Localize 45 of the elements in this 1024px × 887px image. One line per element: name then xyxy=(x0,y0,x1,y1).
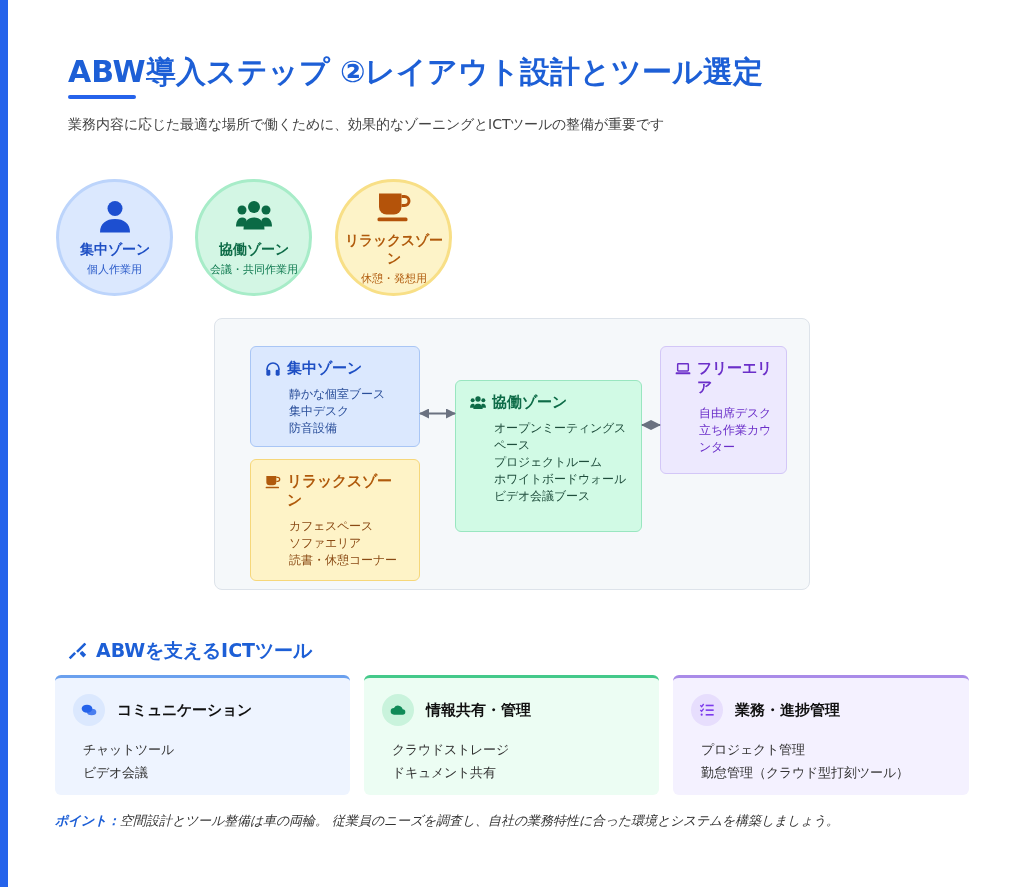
tool-card xyxy=(673,675,969,795)
tool-item: ビデオ会議 xyxy=(83,764,149,782)
floor-plan-panel xyxy=(214,318,810,590)
tool-card xyxy=(364,675,659,795)
card-heading: 業務・進捗管理 xyxy=(735,700,840,720)
zone-item: 自由席デスク xyxy=(699,405,772,422)
zone-item: カフェスペース xyxy=(289,518,374,535)
zone-item: ソファエリア xyxy=(289,535,362,552)
zone-name: リラックスゾーン xyxy=(343,231,444,267)
section-heading: ABWを支えるICTツール xyxy=(96,638,313,663)
tool-item: プロジェクト管理 xyxy=(701,741,806,759)
zone-box xyxy=(660,346,787,474)
tool-item: クラウドストレージ xyxy=(392,741,510,759)
tool-item: ドキュメント共有 xyxy=(392,764,497,782)
double-arrow xyxy=(419,408,456,419)
zone-heading: リラックスゾーン xyxy=(287,472,393,510)
zone-item: 立ち作業カウンター xyxy=(699,422,772,456)
tool-card xyxy=(55,675,350,795)
zone-heading: 集中ゾーン xyxy=(287,359,362,378)
zone-item: 防音設備 xyxy=(289,420,338,437)
zone-item: オープンミーティングスペース xyxy=(494,420,627,454)
title: ABW導入ステップ ②レイアウト設計とツール選定 xyxy=(68,53,764,91)
double-arrow xyxy=(641,420,661,430)
zone-item: プロジェクトルーム xyxy=(494,454,603,471)
zone-item: ビデオ会議ブース xyxy=(494,488,591,505)
zone-purpose: 個人作業用 xyxy=(87,262,142,277)
zone-box xyxy=(250,346,420,447)
zone-purpose: 会議・共同作業用 xyxy=(209,262,298,277)
subtitle: 業務内容に応じた最適な場所で働くために、効果的なゾーニングとICTツールの整備が重要です xyxy=(68,116,665,134)
zone-box xyxy=(250,459,420,581)
zone-name: 協働ゾーン xyxy=(218,240,289,258)
zone-heading: 協働ゾーン xyxy=(492,393,567,412)
zone-item: 集中デスク xyxy=(289,403,350,420)
tool-item: チャットツール xyxy=(83,741,175,759)
note: ポイント：空間設計とツール整備は車の両輪。 従業員のニーズを調査し、自社の業務特性に合った環境とシステムを構築しましょう。 xyxy=(55,812,840,830)
card-heading: コミュニケーション xyxy=(117,700,252,720)
zone-heading: フリーエリア xyxy=(697,359,772,397)
zone-box xyxy=(455,380,642,532)
zone-item: ホワイトボードウォール xyxy=(494,471,627,488)
zone-item: 読書・休憩コーナー xyxy=(289,552,398,569)
zone-item: 静かな個室ブース xyxy=(289,386,386,403)
zone-name: 集中ゾーン xyxy=(79,240,150,258)
card-heading: 情報共有・管理 xyxy=(426,700,531,720)
zone-purpose: 休憩・発想用 xyxy=(360,271,427,286)
tool-item: 勤怠管理（クラウド型打刻ツール） xyxy=(701,764,910,782)
